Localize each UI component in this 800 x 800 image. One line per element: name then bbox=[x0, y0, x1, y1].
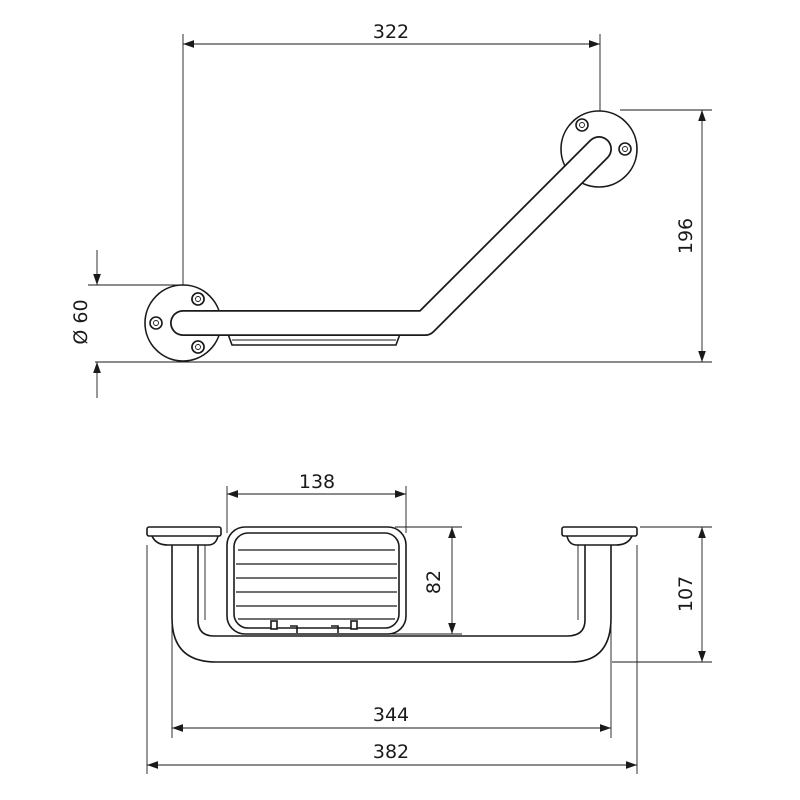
right-plate-base bbox=[566, 535, 633, 546]
dimension-label-diameter: Ø 60 bbox=[70, 299, 92, 344]
left-plate-base bbox=[151, 535, 219, 546]
dimension-label-inner-width: 344 bbox=[373, 704, 409, 726]
screw-icon bbox=[575, 118, 589, 132]
dimension-label-tray-height: 82 bbox=[423, 570, 445, 594]
front-view: 138 82 107 344 382 bbox=[146, 471, 712, 774]
dimension-label-width: 322 bbox=[373, 21, 409, 43]
clip-icon bbox=[290, 625, 298, 633]
dimension-label-overall-width: 382 bbox=[373, 741, 409, 763]
right-wall-plate bbox=[561, 526, 638, 537]
screw-icon bbox=[149, 316, 163, 330]
top-view: 322 196 Ø 60 bbox=[70, 21, 712, 398]
clip-icon bbox=[270, 620, 278, 630]
diameter-value: 60 bbox=[70, 299, 92, 323]
u-bar-inner-edge bbox=[197, 545, 586, 637]
clip-icon bbox=[331, 625, 339, 633]
svg-text:Ø60: Ø 60 bbox=[70, 299, 92, 344]
dimension-label-overall-height: 107 bbox=[675, 576, 697, 612]
soap-tray-basket bbox=[226, 526, 407, 635]
screw-icon bbox=[618, 142, 632, 156]
dimension-label-tray-width: 138 bbox=[299, 471, 335, 493]
clip-icon bbox=[350, 620, 358, 630]
u-bar-outer-edge bbox=[171, 545, 612, 663]
left-wall-plate bbox=[146, 526, 222, 537]
diameter-symbol: Ø bbox=[70, 330, 92, 345]
dimension-label-height: 196 bbox=[675, 218, 697, 254]
soap-tray-outline bbox=[227, 333, 401, 346]
grab-bar-tube bbox=[171, 137, 611, 335]
grab-bar-tube-outline bbox=[170, 136, 612, 336]
